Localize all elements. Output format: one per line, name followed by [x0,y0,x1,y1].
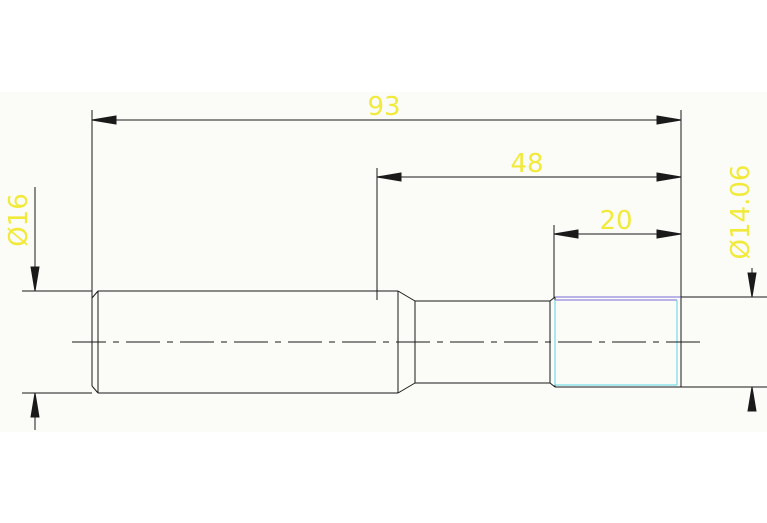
dimension-lines [22,110,767,430]
arrowhead-20-left [553,229,579,239]
dimension-text-20: 20 [599,206,632,236]
taper-bottom [397,382,416,394]
arrowhead-93-left [91,115,117,125]
dimension-text-d14: Ø14.06 [726,165,756,260]
large-cylinder-left-chamfer-bottom [91,385,99,394]
drawing-area [0,92,767,432]
dimension-text-93: 93 [367,92,400,122]
arrowhead-48-left [376,172,402,182]
arrowhead-48-right [656,172,682,182]
arrowhead-20-right [656,229,682,239]
dimension-text-48: 48 [510,149,543,179]
arrowhead-d14-bottom [747,386,757,412]
thread-chamfer-bottom [549,382,556,388]
arrowhead-d14-top [747,272,757,298]
dimension-text-d16: Ø16 [4,193,34,247]
arrowhead-d16-top [30,266,40,292]
arrowhead-d16-bottom [30,392,40,418]
large-cylinder-left-chamfer-top [91,290,99,299]
arrowhead-93-right [656,115,682,125]
taper-top [397,290,416,302]
